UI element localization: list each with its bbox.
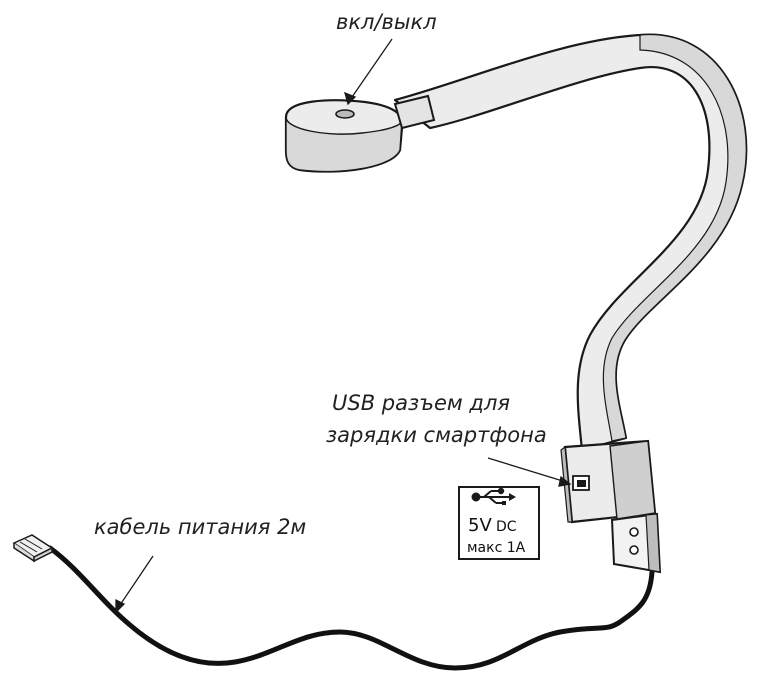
cable-connector	[12, 534, 54, 563]
gooseneck-arm	[393, 33, 748, 452]
clamp-plate	[610, 512, 662, 574]
mount-hole-1	[629, 527, 639, 537]
power-cable	[47, 545, 655, 671]
cable-label: кабель питания 2м	[94, 515, 306, 539]
usb-spec-badge: 5V DC макс 1A	[458, 486, 540, 560]
callout-arrows	[115, 38, 572, 614]
badge-dc: DC	[496, 519, 517, 535]
usb-label-line1: USB разъем для	[332, 391, 510, 415]
mount-hole-2	[629, 545, 639, 555]
usb-block	[560, 439, 657, 524]
usb-label-line2: зарядки смартфона	[326, 423, 547, 447]
usb-symbol-icon	[471, 487, 516, 505]
badge-voltage: 5V	[468, 515, 492, 536]
switch-label: вкл/выкл	[336, 10, 437, 34]
power-switch[interactable]	[335, 109, 355, 119]
lamp-head	[284, 94, 436, 173]
usb-arrow	[487, 457, 567, 483]
cable-arrow	[117, 555, 154, 609]
switch-arrow	[349, 38, 393, 101]
badge-max-current: макс 1A	[467, 540, 526, 556]
